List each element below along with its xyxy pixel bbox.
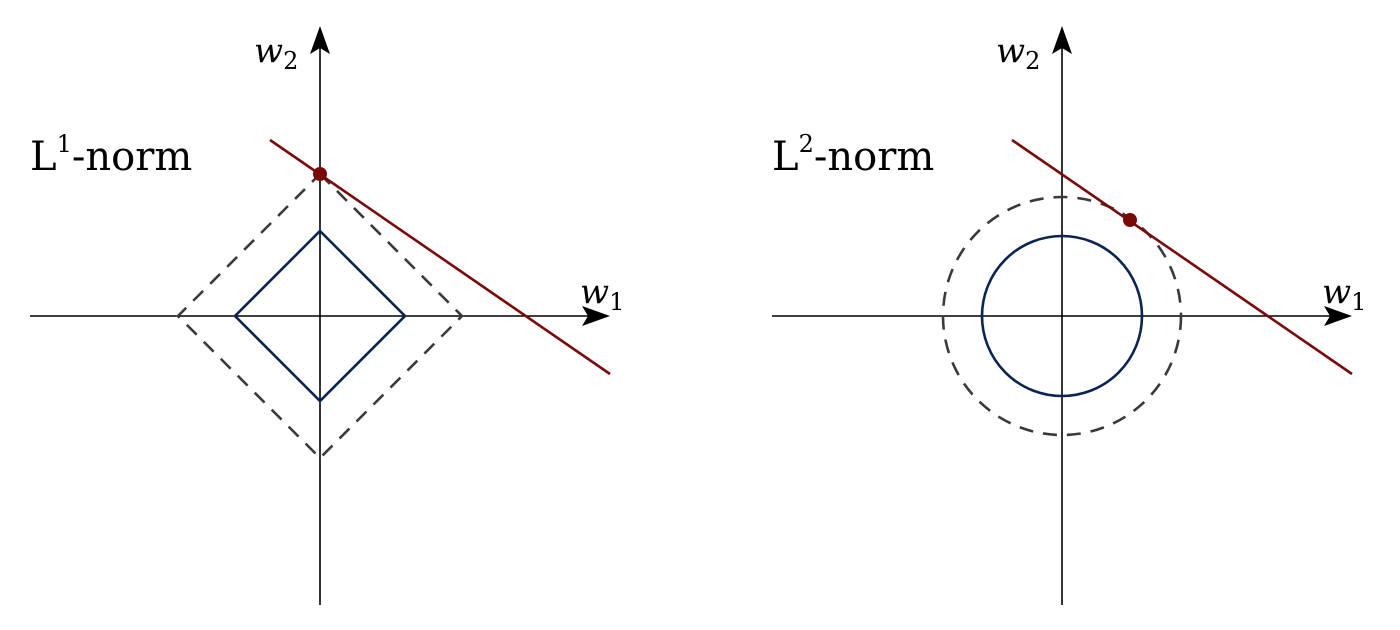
tangent-point — [1123, 213, 1137, 227]
constraint-line — [269, 138, 611, 376]
panel-title-l1: L1-norm — [30, 130, 192, 180]
panel-l1: w1 w2 L1-norm — [30, 26, 624, 605]
l2-circle — [980, 234, 1144, 398]
panel-l2: w1 w2 L2-norm — [772, 26, 1366, 605]
x-axis-label: w1 — [1322, 272, 1366, 316]
constraint-line — [1011, 138, 1353, 376]
tangent-point — [313, 167, 327, 181]
x-axis-arrowhead — [1324, 306, 1352, 326]
l1-diamond — [233, 229, 407, 403]
y-axis-label: w2 — [254, 31, 298, 75]
dashed-circle-contour — [941, 195, 1183, 437]
dashed-diamond-contour — [176, 172, 464, 460]
y-axis-arrowhead — [1052, 26, 1072, 54]
y-axis-arrowhead — [310, 26, 330, 54]
x-axis-label: w1 — [580, 272, 624, 316]
x-axis-arrowhead — [582, 306, 610, 326]
y-axis-label: w2 — [996, 31, 1040, 75]
panel-title-l2: L2-norm — [772, 130, 934, 180]
